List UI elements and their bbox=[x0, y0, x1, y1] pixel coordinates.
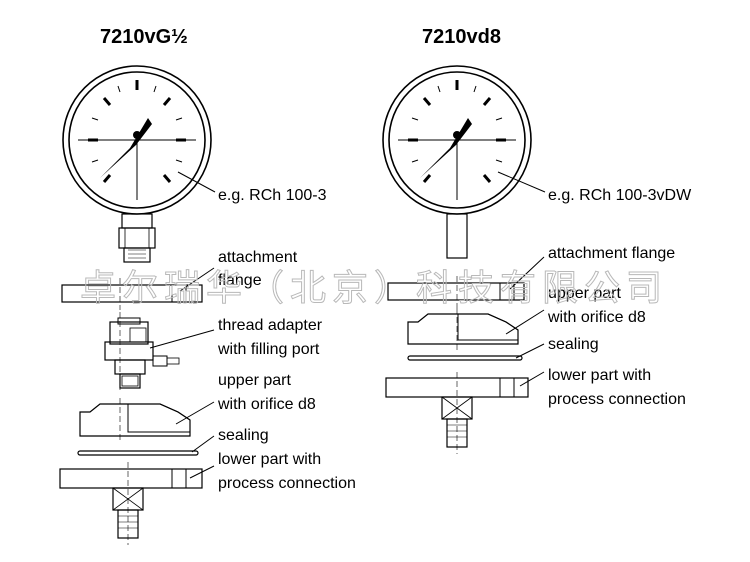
thread-adapter bbox=[104, 312, 180, 392]
label-thread-1: thread adapter bbox=[218, 317, 323, 334]
label-lower-right-1: lower part with bbox=[548, 367, 651, 384]
gauge-scale-right bbox=[398, 80, 516, 200]
attachment-flange-left bbox=[61, 278, 203, 310]
title-left: 7210vG½ bbox=[100, 26, 188, 48]
upper-part-left bbox=[79, 398, 191, 442]
label-gauge-left: e.g. RCh 100-3 bbox=[218, 187, 327, 204]
label-thread-2: with filling port bbox=[217, 341, 320, 358]
pressure-gauge-left bbox=[62, 65, 212, 263]
label-lower-left-2: process connection bbox=[218, 475, 356, 492]
gauge-pointer-right bbox=[420, 118, 472, 178]
label-gauge-right: e.g. RCh 100-3vDW bbox=[548, 187, 692, 204]
upper-part-right bbox=[407, 308, 519, 350]
label-sealing-right: sealing bbox=[548, 336, 599, 353]
pressure-gauge-right bbox=[382, 65, 532, 259]
sealing-right bbox=[407, 355, 523, 361]
label-upper-right-1: upper part bbox=[548, 285, 621, 302]
watermark-text: 卓尔瑞华（北京）科技有限公司 bbox=[80, 268, 668, 309]
label-upper-left-1: upper part bbox=[218, 372, 291, 389]
label-lower-right-2: process connection bbox=[548, 391, 686, 408]
label-attachment-left-2: flange bbox=[218, 272, 262, 289]
sealing-left bbox=[77, 450, 199, 456]
title-right: 7210vd8 bbox=[422, 26, 501, 48]
label-attachment-left-1: attachment bbox=[218, 249, 298, 266]
label-upper-left-2: with orifice d8 bbox=[217, 396, 316, 413]
gauge-pointer-left bbox=[100, 118, 152, 178]
lower-part-right bbox=[385, 372, 529, 454]
gauge-scale-left bbox=[78, 80, 196, 200]
label-upper-right-2: with orifice d8 bbox=[547, 309, 646, 326]
label-lower-left-1: lower part with bbox=[218, 451, 321, 468]
attachment-flange-right bbox=[387, 276, 525, 308]
label-attachment-right: attachment flange bbox=[548, 245, 675, 262]
lower-part-left bbox=[59, 462, 203, 545]
label-sealing-left: sealing bbox=[218, 427, 269, 444]
